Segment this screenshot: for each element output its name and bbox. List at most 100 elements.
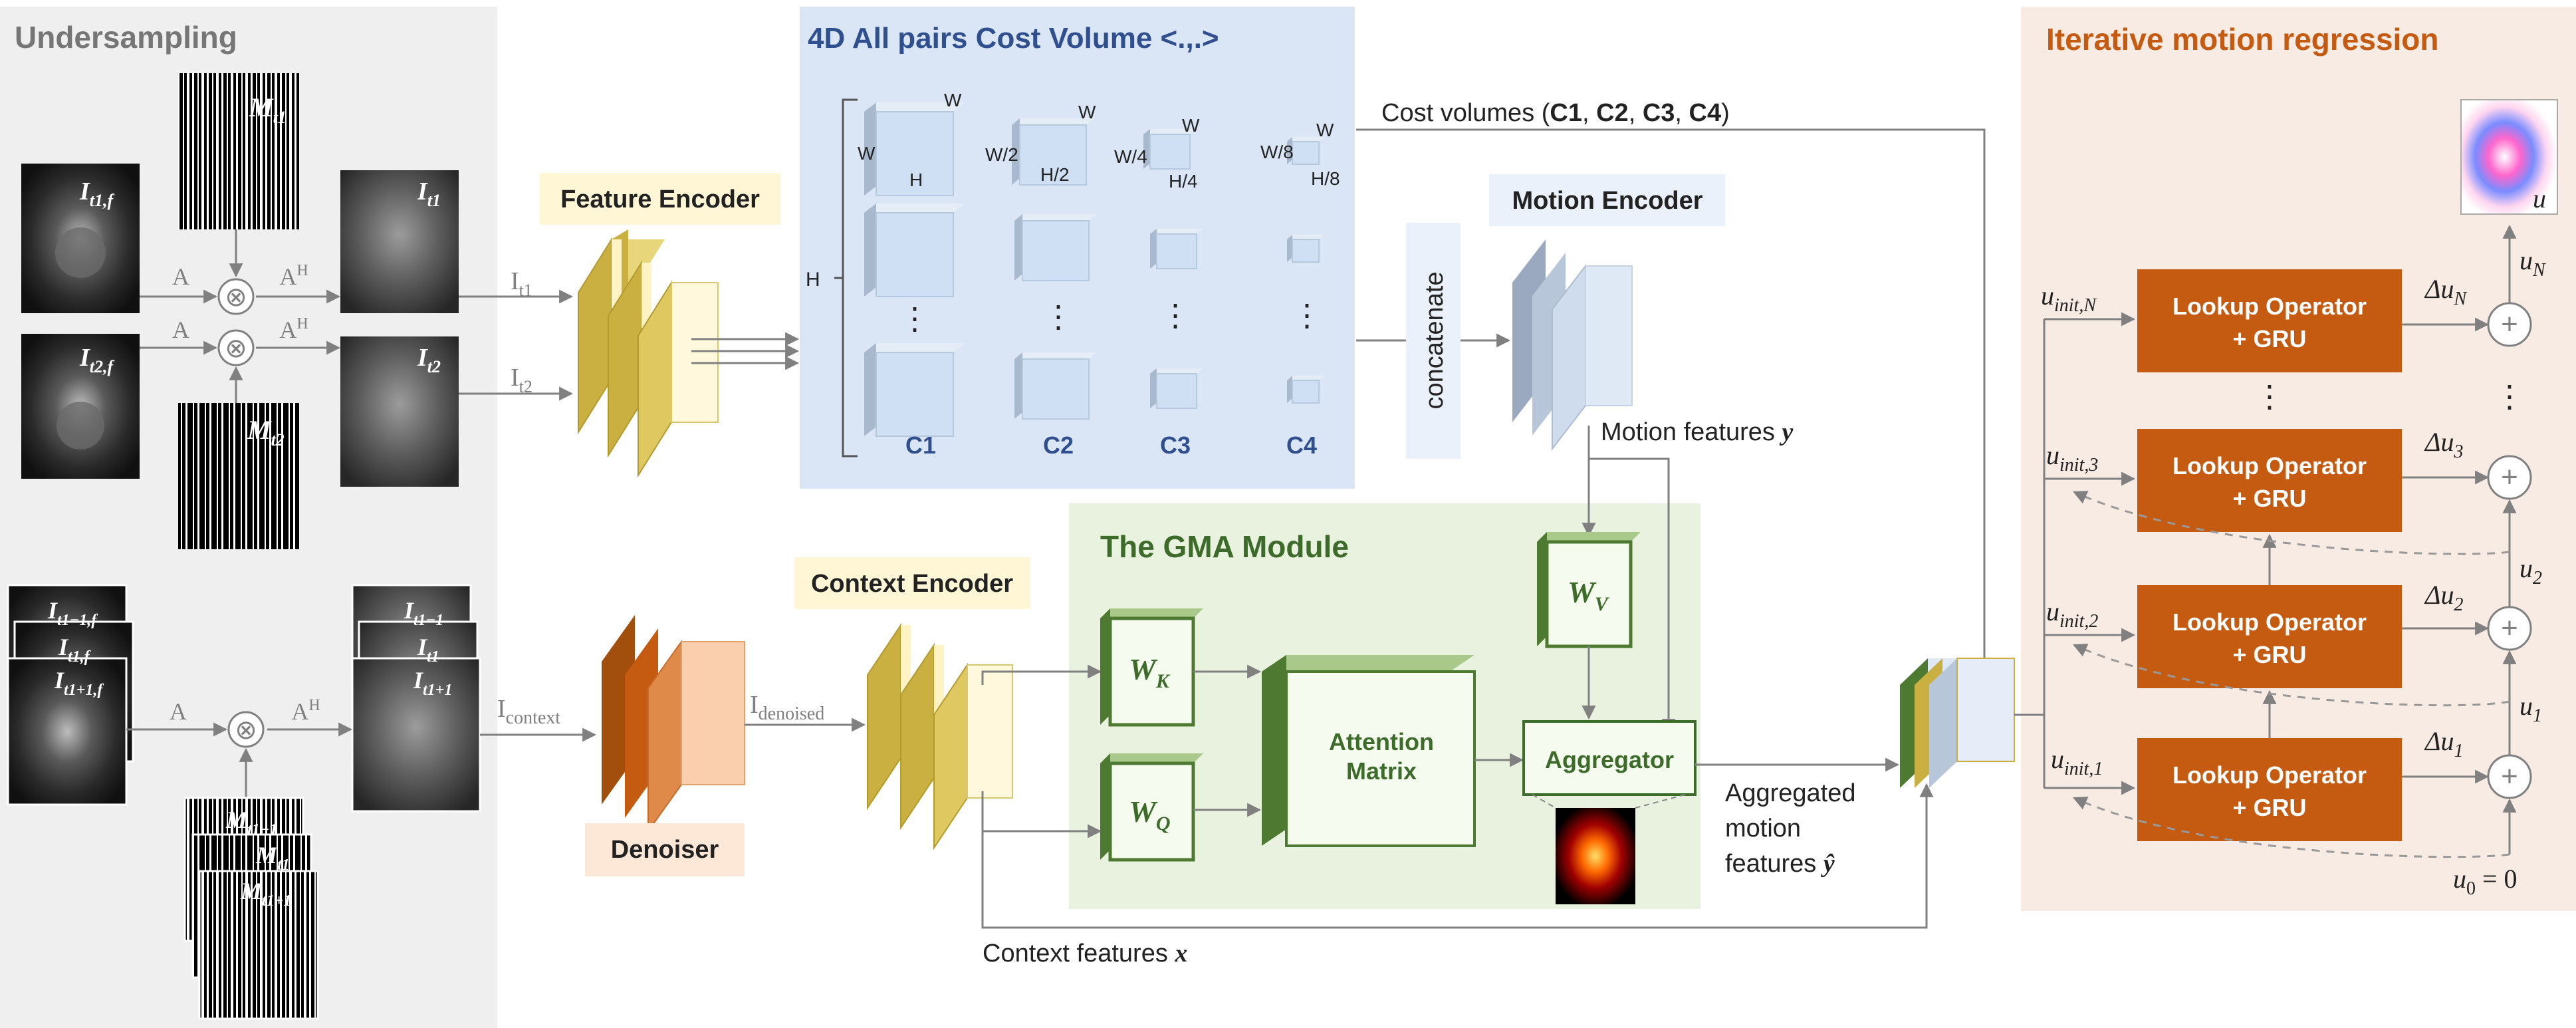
c4-dots: ⋮ [1292, 298, 1322, 332]
flow-label-icontext: Icontext [497, 695, 560, 728]
c4-h-label: H/8 [1311, 168, 1340, 189]
c3-cube-top [1143, 129, 1197, 170]
label-mtp1: Mt1+1 [240, 878, 291, 910]
c4-cube-bottom [1287, 376, 1324, 404]
context-encoder-block [867, 622, 1013, 850]
multiply-symbol-3: ⊗ [235, 715, 257, 745]
op-ah-3: AH [291, 697, 320, 725]
lookup-gru-3-line1: Lookup Operator [2172, 452, 2367, 479]
attention-heatmap [1556, 808, 1635, 904]
op-a-2: A [172, 317, 189, 343]
attention-matrix-block [1262, 655, 1476, 847]
iterative-title: Iterative motion regression [2046, 22, 2439, 57]
c1-cube-top [864, 102, 965, 196]
label-mtm1: Mt1−1 [225, 807, 277, 838]
u-1-label: u1 [2519, 691, 2542, 726]
flow-label-it2: It2 [511, 364, 532, 396]
c1-dots: ⋮ [899, 301, 930, 336]
image-it1 [340, 170, 459, 313]
c2-w-top: W [1078, 102, 1096, 122]
op-ah-1: AH [279, 262, 308, 290]
op-a-1: A [172, 263, 189, 290]
label-it2f: It2,f [79, 344, 115, 376]
wv-block [1537, 532, 1641, 648]
plus-n-symbol: + [2501, 308, 2518, 340]
image-stack-under [351, 657, 481, 813]
image-stack-full [7, 657, 128, 806]
concatenate-box [1406, 223, 1461, 459]
c3-dots: ⋮ [1160, 298, 1191, 332]
attention-label-2: Matrix [1346, 757, 1417, 785]
lookup-gru-2-line1: Lookup Operator [2172, 608, 2367, 636]
feature-encoder-block [578, 229, 719, 478]
lookup-gru-block-2 [2137, 585, 2402, 688]
c3-h-label: H/4 [1169, 171, 1198, 192]
c3-w-top: W [1182, 115, 1200, 136]
motion-encoder-block [1512, 239, 1633, 451]
c4-w-top: W [1316, 120, 1334, 140]
plus-vdots: ⋮ [2494, 379, 2525, 414]
c2-cube-mid [1014, 214, 1097, 281]
wk-label: WK [1129, 652, 1171, 692]
lookup-gru-3-line2: + GRU [2232, 485, 2306, 512]
c4-cube-mid [1287, 235, 1324, 263]
block-vdots: ⋮ [2254, 379, 2285, 414]
plus-2-symbol: + [2501, 612, 2518, 644]
denoiser-label-bg [585, 823, 745, 876]
u-2-label: u2 [2519, 553, 2542, 588]
c1-h-label: H [909, 170, 923, 190]
wq-block [1100, 753, 1203, 862]
c4-w-side: W/8 [1260, 142, 1294, 162]
mask-stack [198, 870, 319, 1020]
lookup-gru-n-line1: Lookup Operator [2172, 293, 2367, 320]
label-mt1-b: Mt1 [255, 842, 290, 874]
aggregated-label-1: Aggregated [1725, 779, 1856, 807]
cost-volumes-label: Cost volumes (C1, C2, C3, C4) [1381, 99, 1730, 127]
mask-mt1-label: Mt1 [249, 92, 287, 127]
context-encoder-label: Context Encoder [811, 570, 1013, 598]
multiply-op-3 [227, 711, 265, 748]
col-label-c3: C3 [1160, 432, 1191, 459]
delta-n: ΔuN [2424, 274, 2467, 309]
combined-feature-stack [1900, 658, 2015, 788]
lookup-gru-1-line2: + GRU [2232, 794, 2306, 821]
denoiser-block [602, 615, 745, 834]
plus-1-symbol: + [2501, 760, 2518, 793]
c1-cube-mid [864, 203, 965, 297]
op-ah-2: AH [279, 315, 308, 343]
label-itp1f: It1+1,f [54, 667, 104, 699]
denoiser-label: Denoiser [611, 836, 719, 864]
undersampling-title: Undersampling [15, 20, 237, 55]
label-it1: It1 [417, 178, 441, 210]
c3-cube-mid [1150, 229, 1203, 269]
cost-volume-title: 4D All pairs Cost Volume <.,.> [808, 22, 1219, 55]
lookup-gru-1-line1: Lookup Operator [2172, 761, 2367, 789]
feature-encoder-label: Feature Encoder [560, 186, 760, 213]
mask-mt2-label: Mt2 [247, 415, 285, 450]
u-init-1: uinit,1 [2051, 744, 2103, 779]
wk-block [1100, 608, 1203, 727]
attention-label-1: Attention [1329, 728, 1434, 755]
multiply-op-2 [217, 329, 255, 366]
plus-node-3 [2487, 455, 2532, 500]
label-it1f: It1,f [79, 178, 115, 210]
feature-encoder-label-bg [540, 173, 780, 225]
delta-2: Δu2 [2424, 580, 2463, 615]
c2-cube-top [1012, 118, 1094, 186]
u-init-2: uinit,2 [2046, 596, 2098, 632]
delta-1: Δu1 [2424, 726, 2463, 761]
wq-label: WQ [1129, 795, 1171, 835]
c2-cube-bottom [1014, 352, 1097, 420]
col-label-c2: C2 [1043, 432, 1074, 459]
u-n-label: uN [2519, 245, 2546, 281]
aggregated-label-2: motion [1725, 815, 1801, 842]
c3-cube-bottom [1150, 368, 1203, 409]
flow-label-it1: It1 [511, 267, 532, 300]
lookup-gru-n-line2: + GRU [2232, 325, 2306, 352]
op-a-3: A [170, 698, 187, 725]
label-itm1f: It1−1,f [47, 597, 98, 629]
aggregated-label-3: features ŷ [1725, 850, 1835, 878]
c2-h-label: H/2 [1040, 164, 1070, 185]
cost-volume-h-label: H [806, 269, 820, 291]
multiply-symbol-1: ⊗ [225, 283, 247, 312]
